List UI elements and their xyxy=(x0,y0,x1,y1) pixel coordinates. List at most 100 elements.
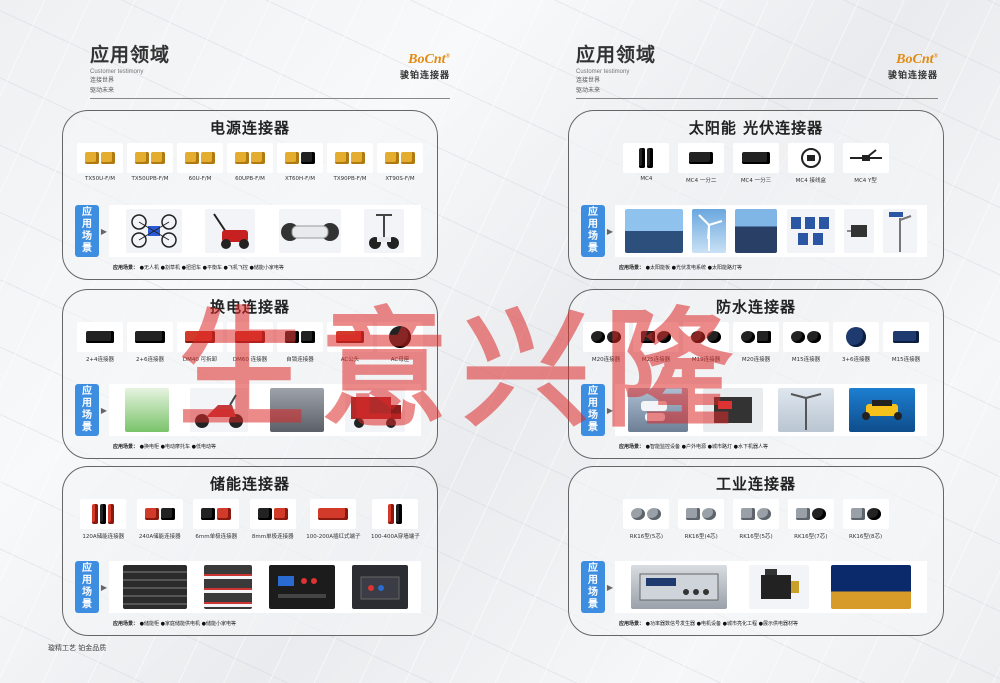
application-scene: 应用场景 ▶ xyxy=(581,561,927,613)
page-subtitle: Customer testimony xyxy=(90,69,144,75)
scene-image-strip xyxy=(615,561,927,613)
product-item[interactable]: RK16型(5芯) xyxy=(732,499,779,540)
scene-badge: 应用场景 xyxy=(75,384,99,436)
product-item[interactable]: TX90PB-F/M xyxy=(327,143,373,182)
outdoor-power-image xyxy=(702,388,763,432)
connector-image xyxy=(623,499,670,529)
connector-image xyxy=(310,499,357,529)
connector-image xyxy=(193,499,240,529)
connector-image xyxy=(842,499,889,529)
product-item[interactable]: TX50U-F/M xyxy=(77,143,123,182)
connector-image xyxy=(372,499,419,529)
application-scene: 应用场景 ▶ xyxy=(75,561,421,613)
connector-image xyxy=(633,322,679,352)
signal-generator-image xyxy=(631,565,727,609)
usage-line: 应用场景： ●换电柜 ●电动摩托车 ●低电动等 xyxy=(113,444,216,450)
usage-line: 应用场景： ●太阳能板 ●光伏发电系统 ●太阳能路灯等 xyxy=(619,265,742,271)
servo-motor-image xyxy=(749,565,809,609)
product-item[interactable]: TX50UPB-F/M xyxy=(127,143,173,182)
underwater-robot-image xyxy=(848,388,915,432)
connector-image xyxy=(127,322,173,352)
connector-image xyxy=(683,322,729,352)
connector-image xyxy=(277,143,323,173)
product-item[interactable]: MC4 Y型 xyxy=(842,143,889,184)
product-row: RK16型(5芯) RK16型(4芯) RK16型(5芯) RK16型(7芯) … xyxy=(619,499,893,540)
product-item[interactable]: 100-200A插红式端子 xyxy=(306,499,361,540)
arrow-right-icon: ▶ xyxy=(606,226,614,236)
product-row: M20连接器 M25连接器 M19连接器 M20连接器 M15连接器 3+6连接… xyxy=(581,322,931,363)
brand-logo: BoCnt® 骏铂连接器 xyxy=(887,52,938,81)
product-item[interactable]: RK16型(7芯) xyxy=(787,499,834,540)
connector-image xyxy=(787,143,834,173)
product-row: TX50U-F/M TX50UPB-F/M 60U-F/M 60UPB-F/M … xyxy=(75,143,425,182)
connector-image xyxy=(80,499,127,529)
lawn-mower-image xyxy=(205,209,256,253)
product-item[interactable]: M15连接器 xyxy=(783,322,829,363)
product-item[interactable]: 100-400A穿墙端子 xyxy=(371,499,420,540)
solar-panel-array-image xyxy=(786,209,835,253)
product-item[interactable]: 2+6连接器 xyxy=(127,322,173,363)
product-item[interactable]: M19连接器 xyxy=(683,322,729,363)
product-item[interactable]: M20连接器 xyxy=(583,322,629,363)
product-item[interactable]: 8mm单极连接器 xyxy=(249,499,296,540)
section-title: 换电连接器 xyxy=(209,298,290,316)
battery-modules-image xyxy=(203,565,252,609)
product-item[interactable]: 120A储能连接器 xyxy=(80,499,127,540)
product-item[interactable]: 自锁连接器 xyxy=(277,322,323,363)
product-item[interactable]: RK16型(8芯) xyxy=(842,499,889,540)
product-item[interactable]: M25连接器 xyxy=(633,322,679,363)
connector-image xyxy=(787,499,834,529)
product-item[interactable]: XT60H-F/M xyxy=(277,143,323,182)
slogan-line-1: 连接世界 xyxy=(90,77,115,84)
section-storage-connectors: 储能连接器 120A储能连接器 240A储能连接器 6mm单极连接器 8mm单极… xyxy=(62,466,438,636)
connector-image xyxy=(732,499,779,529)
product-item[interactable]: MC4 xyxy=(623,143,670,184)
header-divider xyxy=(90,98,450,99)
footer-slogan: 璇精工艺 铂金品质 xyxy=(48,644,107,652)
application-scene: 应用场景 ▶ xyxy=(75,205,421,257)
arrow-right-icon: ▶ xyxy=(100,582,108,592)
junction-box-image xyxy=(843,209,874,253)
product-item[interactable]: 2+4连接器 xyxy=(77,322,123,363)
product-item[interactable]: AC公头 xyxy=(327,322,373,363)
usage-line: 应用场景： ●储能柜 ●家庭储能供电机 ●储能小家电等 xyxy=(113,621,236,627)
product-item[interactable]: RK16型(4芯) xyxy=(678,499,725,540)
product-item[interactable]: M15连接器 xyxy=(883,322,929,363)
scene-image-strip xyxy=(615,384,927,436)
product-item[interactable]: 60U-F/M xyxy=(177,143,223,182)
page-subtitle: Customer testimony xyxy=(576,69,630,75)
product-item[interactable]: RK16型(5芯) xyxy=(623,499,670,540)
brand-name: 骏铂连接器 xyxy=(887,71,938,81)
product-item[interactable]: XT90S-F/M xyxy=(377,143,423,182)
product-item[interactable]: DM60 连接器 xyxy=(227,322,273,363)
e-scooter-image xyxy=(190,388,249,432)
connector-image xyxy=(678,499,725,529)
product-item[interactable]: MC4 一分二 xyxy=(678,143,725,184)
product-item[interactable]: MC4 接线盒 xyxy=(787,143,834,184)
energy-storage-unit-image xyxy=(268,565,335,609)
product-item[interactable]: 240A储能连接器 xyxy=(136,499,183,540)
product-item[interactable]: DM40 可拆卸 xyxy=(177,322,223,363)
product-item[interactable]: 6mm单极连接器 xyxy=(193,499,240,540)
product-item[interactable]: MC4 一分三 xyxy=(732,143,779,184)
slogan-line-2: 驱动未来 xyxy=(576,87,601,94)
product-item[interactable]: M20连接器 xyxy=(733,322,779,363)
connector-image xyxy=(783,322,829,352)
surveillance-camera-image xyxy=(627,388,688,432)
connector-image xyxy=(883,322,929,352)
product-item[interactable]: 3+6连接器 xyxy=(833,322,879,363)
city-lighting-image xyxy=(831,565,911,609)
right-page-header: 应用领域 Customer testimony 连接世界 驱动未来 BoCnt®… xyxy=(576,40,938,100)
product-item[interactable]: AC母座 xyxy=(377,322,423,363)
scene-image-strip xyxy=(615,205,927,257)
page-title: 应用领域 xyxy=(576,44,657,66)
solar-farm-image xyxy=(735,209,778,253)
connector-image xyxy=(732,143,779,173)
scene-badge: 应用场景 xyxy=(75,205,99,257)
product-item[interactable]: 60UPB-F/M xyxy=(227,143,273,182)
connector-image xyxy=(77,322,123,352)
page-title: 应用领域 xyxy=(90,44,171,66)
product-row: MC4 MC4 一分二 MC4 一分三 MC4 接线盒 MC4 Y型 xyxy=(619,143,893,184)
application-scene: 应用场景 ▶ xyxy=(75,384,421,436)
connector-image xyxy=(77,143,123,173)
